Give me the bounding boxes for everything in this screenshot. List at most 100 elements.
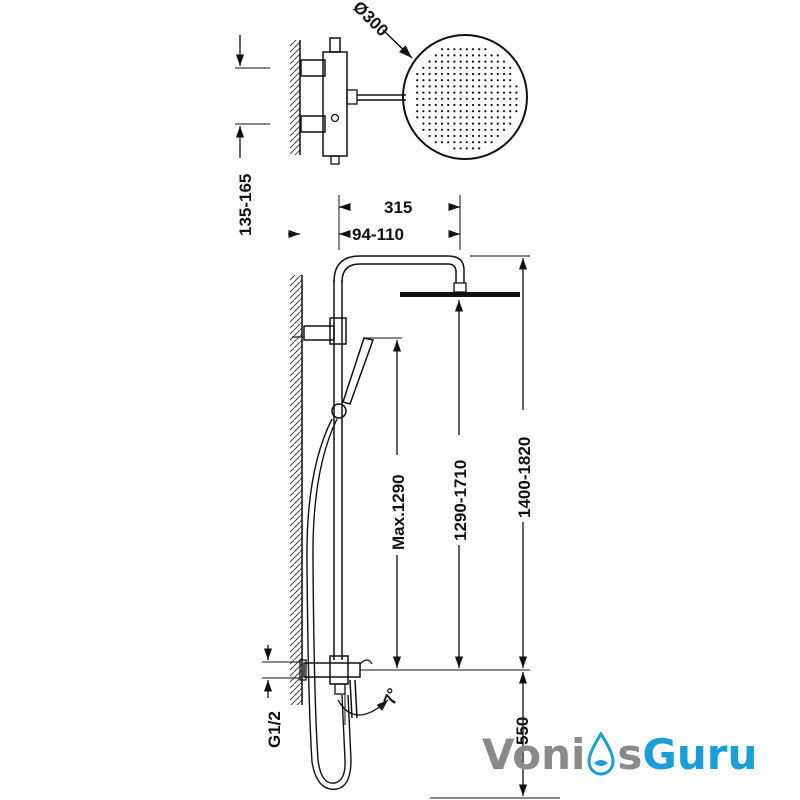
- nozzle-dot: [459, 97, 462, 100]
- vonios-guru-logo: Voni s Guru: [482, 726, 757, 782]
- nozzle-dot: [440, 60, 444, 63]
- nozzle-dot: [422, 128, 425, 131]
- logo-text-s: s: [617, 729, 643, 779]
- nozzle-dot: [484, 103, 487, 107]
- nozzle-dot: [478, 66, 481, 69]
- nozzle-dot: [434, 103, 437, 107]
- nozzle-dot: [496, 72, 499, 76]
- front-view: 7°: [290, 255, 520, 790]
- logo-text-guru: Guru: [642, 729, 758, 779]
- nozzle-dot: [490, 134, 493, 138]
- nozzle-dot: [490, 79, 493, 82]
- nozzle-dot: [422, 79, 425, 82]
- nozzle-dot: [422, 110, 425, 113]
- hose: [312, 418, 346, 784]
- nozzle-dot: [447, 110, 450, 113]
- wall-front: [290, 275, 302, 705]
- nozzle-dot: [447, 141, 450, 144]
- nozzle-dot: [502, 128, 506, 131]
- nozzle-dot: [416, 116, 419, 119]
- nozzle-dot: [416, 91, 419, 94]
- nozzle-dot: [416, 72, 419, 76]
- wall-spacing-dimension: 135-165: [235, 35, 270, 236]
- nozzle-dot: [515, 91, 518, 94]
- nozzle-dot: [484, 48, 487, 51]
- nozzle-dot: [459, 48, 462, 51]
- nozzle-dot: [459, 103, 462, 107]
- nozzle-dot: [471, 60, 475, 63]
- nozzle-dot: [509, 103, 512, 107]
- nozzle-dot: [422, 66, 425, 69]
- nozzle-dot: [478, 60, 481, 63]
- nozzle-dot: [478, 48, 481, 51]
- nozzle-dot: [465, 60, 468, 63]
- nozzle-dot: [490, 60, 493, 63]
- connection-label: G1/2: [265, 711, 284, 748]
- nozzle-dot: [440, 66, 444, 69]
- nozzle-dot: [440, 97, 444, 100]
- nozzle-dot: [496, 91, 499, 94]
- nozzle-dot: [447, 122, 450, 125]
- nozzle-dot: [478, 141, 481, 144]
- nozzle-dot: [416, 103, 419, 107]
- nozzle-dot: [453, 147, 456, 150]
- nozzle-dot: [496, 54, 499, 57]
- nozzle-dot: [478, 54, 481, 57]
- nozzle-dot: [496, 122, 499, 125]
- nozzle-dot: [502, 85, 506, 88]
- nozzle-dot: [471, 72, 475, 76]
- nozzle-dot: [416, 97, 419, 100]
- nozzle-dot: [502, 72, 506, 76]
- nozzle-dot: [440, 85, 444, 88]
- nozzle-dot: [416, 79, 419, 82]
- nozzle-dot: [453, 110, 456, 113]
- shower-nozzles: [416, 48, 518, 150]
- nozzle-dot: [509, 97, 512, 100]
- mount-height-label: 550: [513, 717, 532, 745]
- nozzle-dot: [509, 66, 512, 69]
- nozzle-dot: [502, 66, 506, 69]
- nozzle-dot: [471, 128, 475, 131]
- nozzle-dot: [515, 97, 518, 100]
- horizontal-dimensions: 315 94-110: [288, 195, 461, 250]
- nozzle-dot: [453, 66, 456, 69]
- nozzle-dot: [465, 110, 468, 113]
- angle-label: 7°: [380, 685, 403, 707]
- nozzle-dot: [471, 54, 475, 57]
- nozzle-dot: [447, 97, 450, 100]
- diameter-label: Ø300: [349, 0, 392, 40]
- nozzle-dot: [447, 91, 450, 94]
- hand-shower: [342, 337, 374, 405]
- nozzle-dot: [471, 91, 475, 94]
- nozzle-dot: [416, 110, 419, 113]
- nozzle-dot: [447, 72, 450, 76]
- nozzle-dot: [484, 72, 487, 76]
- nozzle-dot: [478, 103, 481, 107]
- nozzle-dot: [484, 128, 487, 131]
- nozzle-dot: [453, 128, 456, 131]
- nozzle-dot: [428, 116, 431, 119]
- nozzle-dot: [478, 97, 481, 100]
- nozzle-dot: [447, 116, 450, 119]
- nozzle-dot: [502, 91, 506, 94]
- nozzle-dot: [440, 54, 444, 57]
- nozzle-dot: [459, 85, 462, 88]
- nozzle-dot: [434, 116, 437, 119]
- nozzle-dot: [447, 103, 450, 107]
- nozzle-dot: [453, 79, 456, 82]
- nozzle-dot: [478, 147, 481, 150]
- nozzle-dot: [465, 85, 468, 88]
- nozzle-dot: [453, 91, 456, 94]
- nozzle-dot: [447, 66, 450, 69]
- nozzle-dot: [428, 110, 431, 113]
- nozzle-dot: [428, 122, 431, 125]
- nozzle-dot: [484, 110, 487, 113]
- nozzle-dot: [471, 110, 475, 113]
- nozzle-dot: [465, 134, 468, 138]
- nozzle-dot: [440, 72, 444, 76]
- nozzle-dot: [484, 122, 487, 125]
- nozzle-dot: [447, 128, 450, 131]
- nozzle-dot: [465, 72, 468, 76]
- nozzle-dot: [453, 72, 456, 76]
